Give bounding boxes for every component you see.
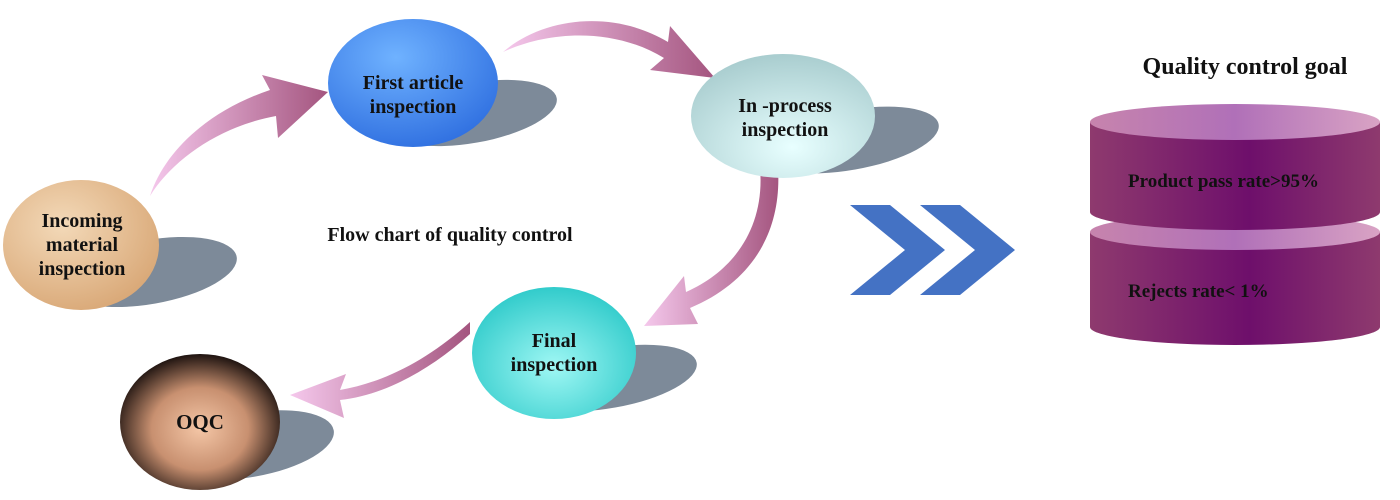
first-article-inspection-label: First article inspection bbox=[362, 72, 464, 118]
arrow-incoming-to-first bbox=[150, 75, 328, 196]
cylinder-top-body bbox=[1090, 122, 1380, 230]
in-process-inspection-label: In -process inspection bbox=[738, 94, 832, 141]
arrow-first-to-inprocess bbox=[503, 21, 715, 78]
arrow-final-to-oqc bbox=[290, 322, 470, 418]
transition-chevrons bbox=[850, 205, 1015, 295]
chevron-2 bbox=[920, 205, 1015, 295]
final-inspection-label: Final inspection bbox=[510, 329, 598, 376]
in-process-node bbox=[691, 54, 875, 178]
goal-rejects-rate: Rejects rate< 1% bbox=[1128, 280, 1269, 302]
oqc-node bbox=[120, 354, 280, 490]
flow-arrows bbox=[150, 21, 779, 418]
arrow-inprocess-to-final bbox=[644, 168, 779, 326]
quality-goal-title: Quality control goal bbox=[1142, 53, 1348, 80]
goal-cylinders bbox=[1090, 104, 1380, 345]
final-node bbox=[472, 287, 636, 419]
cylinder-bottom-body bbox=[1090, 232, 1380, 345]
flow-nodes bbox=[3, 19, 875, 490]
diagram-caption: Flow chart of quality control bbox=[327, 224, 573, 246]
oqc-label: OQC bbox=[176, 409, 224, 434]
incoming-node bbox=[3, 180, 159, 310]
cylinder-top-top bbox=[1090, 104, 1380, 140]
first-article-node bbox=[328, 19, 498, 147]
chevron-1 bbox=[850, 205, 945, 295]
incoming-material-inspection-label: Incoming material inspection bbox=[38, 210, 126, 280]
goal-pass-rate: Product pass rate>95% bbox=[1128, 170, 1319, 192]
